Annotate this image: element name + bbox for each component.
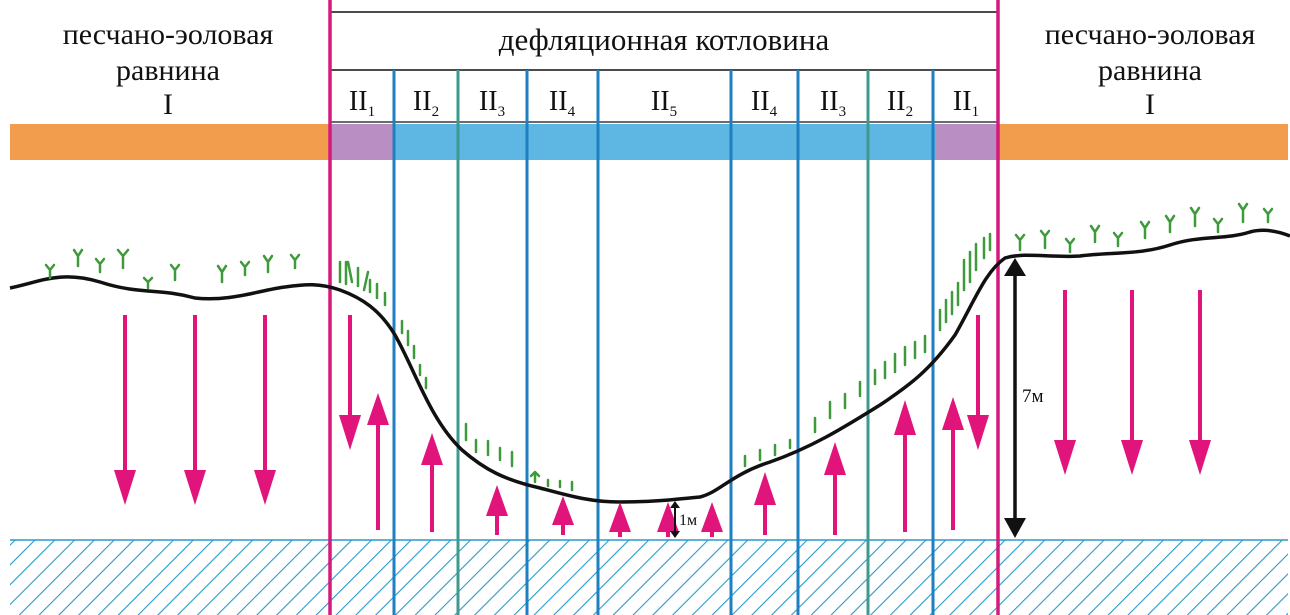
depth-measure-1m xyxy=(670,501,680,538)
groundwater-layer xyxy=(10,539,1288,615)
band-plain-right xyxy=(998,124,1288,160)
zone-label: II4 xyxy=(751,86,778,120)
left-title-line2: равнина xyxy=(116,54,220,87)
depth-measure-7m xyxy=(1004,258,1026,538)
zone-labels: II1 II2 II3 II4 II5 II4 II3 II2 II1 xyxy=(349,86,979,120)
zone-label: II2 xyxy=(887,86,913,120)
zone-label: II2 xyxy=(413,86,439,120)
zone-label: II5 xyxy=(651,86,677,120)
zone-label: II3 xyxy=(479,86,505,120)
center-title: дефляционная котловина xyxy=(499,22,830,57)
depth-label-7m: 7м xyxy=(1022,386,1044,407)
header-frame xyxy=(330,11,998,123)
band-plain-left xyxy=(10,124,330,160)
right-title-line2: равнина xyxy=(1098,54,1202,87)
zone-label: II3 xyxy=(820,86,846,120)
zone-label: II1 xyxy=(953,86,979,120)
zone-boundaries xyxy=(328,0,1000,615)
band-zone-1-right xyxy=(936,124,998,160)
band-basin xyxy=(394,124,936,160)
right-title-line1: песчано-эоловая xyxy=(1045,18,1256,51)
zone-label: II1 xyxy=(349,86,375,120)
vegetation xyxy=(44,202,1274,492)
upward-arrows xyxy=(367,393,964,537)
zone-label: II4 xyxy=(549,86,576,120)
band-zone-1-left xyxy=(330,124,394,160)
depth-label-1m: 1м xyxy=(679,512,697,529)
left-roman: I xyxy=(163,88,173,121)
left-title-line1: песчано-эоловая xyxy=(63,18,274,51)
terrain-profile xyxy=(9,228,1290,504)
downward-arrows xyxy=(114,290,1211,505)
right-roman: I xyxy=(1145,88,1155,121)
color-band xyxy=(10,124,1288,160)
